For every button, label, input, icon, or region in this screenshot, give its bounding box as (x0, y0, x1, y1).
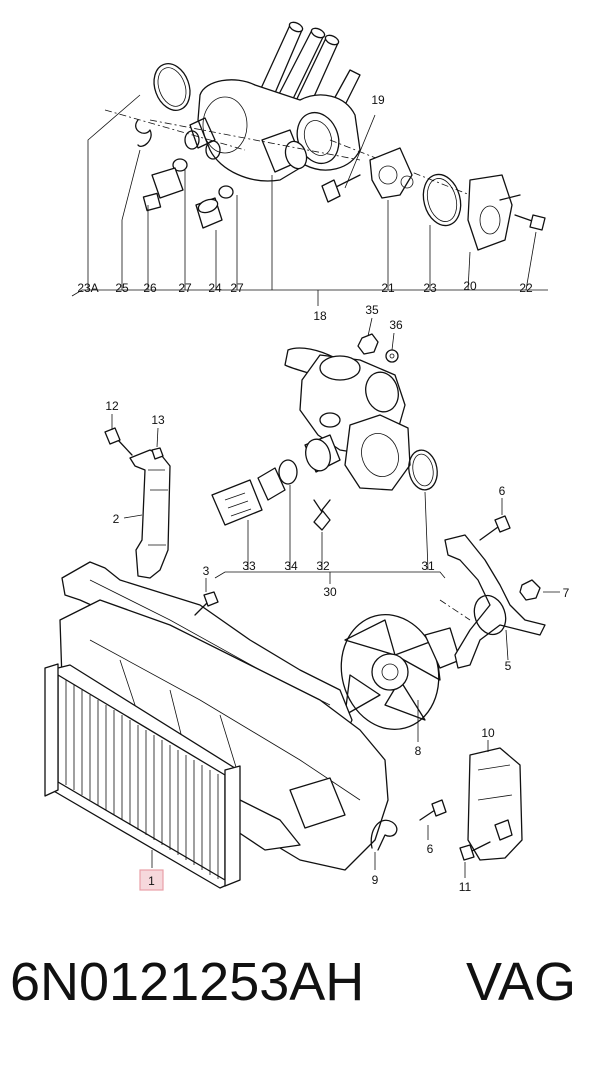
callout-12: 12 (105, 399, 119, 413)
callout-labels: 19 23A 25 26 27 24 27 21 23 20 22 18 35 … (77, 93, 569, 894)
callout-31: 31 (421, 559, 435, 573)
callout-21: 21 (381, 281, 395, 295)
callout-9: 9 (372, 873, 379, 887)
callout-34: 34 (284, 559, 298, 573)
callout-36: 36 (389, 318, 403, 332)
parts-exploded-diagram: 19 23A 25 26 27 24 27 21 23 20 22 18 35 … (44, 21, 570, 894)
callout-1-highlight (139, 869, 164, 891)
callout-13: 13 (151, 413, 165, 427)
brand-label: VAG (466, 952, 577, 1012)
callout-32: 32 (316, 559, 330, 573)
callout-30: 30 (323, 585, 337, 599)
lock-carrier-radiator-group (44, 561, 523, 889)
callout-27a: 27 (178, 281, 192, 295)
coolant-flange-group (71, 21, 548, 306)
callout-24: 24 (208, 281, 222, 295)
callout-19: 19 (371, 93, 385, 107)
callout-33: 33 (242, 559, 256, 573)
callout-23: 23 (423, 281, 437, 295)
callout-35: 35 (365, 303, 379, 317)
callout-27b: 27 (230, 281, 244, 295)
callout-20: 20 (463, 279, 477, 293)
fan-group (340, 498, 560, 742)
coolant-flange-30-group (211, 317, 446, 584)
callout-11: 11 (459, 880, 472, 894)
callout-26: 26 (143, 281, 157, 295)
callout-25: 25 (115, 281, 129, 295)
bracket-2-group (104, 414, 171, 579)
callout-23A: 23A (77, 281, 98, 295)
callout-18: 18 (313, 309, 327, 323)
callout-5: 5 (505, 659, 512, 673)
callout-2: 2 (113, 512, 120, 526)
callout-3: 3 (203, 564, 210, 578)
callout-6-lower: 6 (427, 842, 434, 856)
callout-6-upper: 6 (499, 484, 506, 498)
callout-22: 22 (519, 281, 533, 295)
callout-10: 10 (481, 726, 495, 740)
part-number: 6N0121253AH (10, 952, 365, 1012)
callout-8: 8 (415, 744, 422, 758)
callout-7: 7 (563, 586, 570, 600)
callout-1: 1 (148, 874, 155, 888)
